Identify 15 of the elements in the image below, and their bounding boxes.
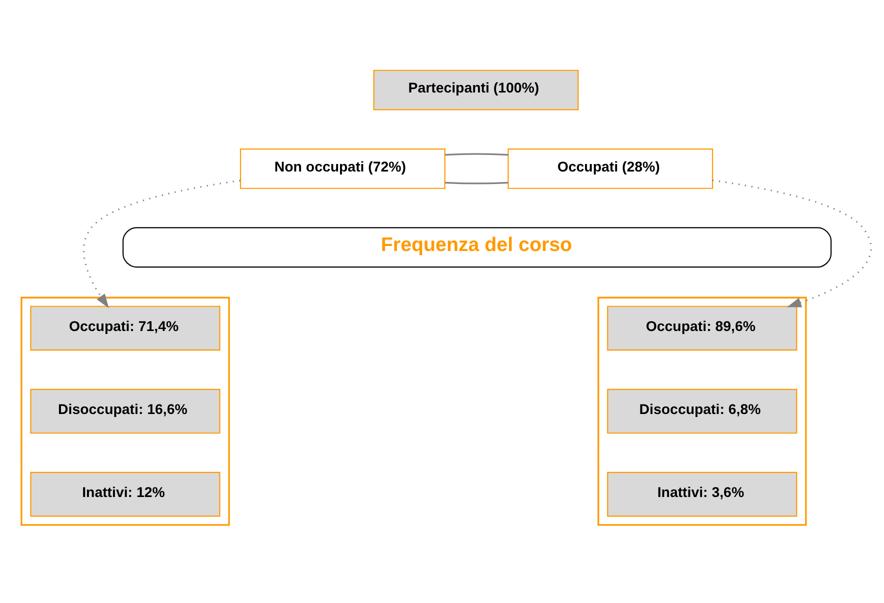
node-box: Inattivi: 12%: [30, 471, 220, 516]
node-box: Disoccupati: 6,8%: [607, 388, 798, 434]
node-box: Frequenza del corso: [122, 226, 832, 268]
connector: [445, 152, 508, 156]
node-box: Disoccupati: 16,6%: [30, 388, 220, 434]
arrow: [712, 179, 872, 307]
arrow: [82, 179, 240, 308]
node-box: Partecipanti (100%): [373, 69, 579, 110]
cluster: [20, 296, 230, 526]
node-box: Non occupati (72%): [240, 148, 446, 188]
node-box: Inattivi: 3,6%: [607, 471, 798, 516]
node-box: Occupati (28%): [508, 148, 714, 188]
node-box: Occupati: 89,6%: [607, 305, 798, 350]
connector: [445, 181, 508, 184]
node-box: Occupati: 71,4%: [30, 305, 220, 350]
